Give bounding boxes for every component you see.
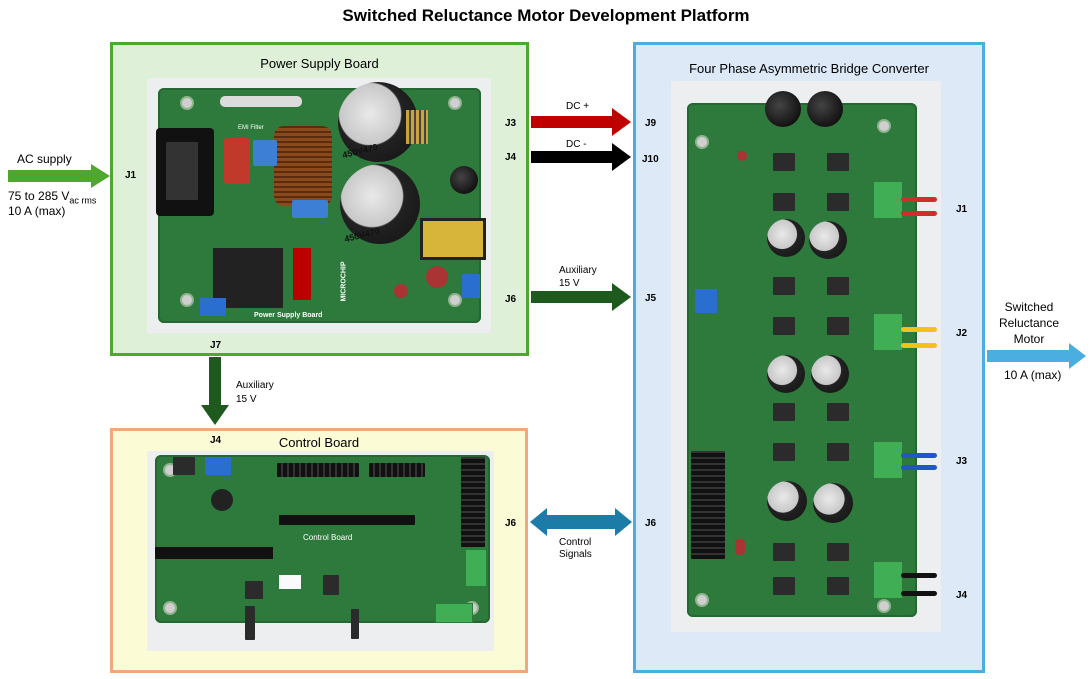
j6-blue-connector <box>462 274 480 298</box>
phase4-wire <box>901 573 937 578</box>
aux-converter-label-line1: Auxiliary <box>559 265 597 276</box>
control-green-terminal <box>435 603 473 623</box>
control-board-title: Control Board <box>278 435 360 450</box>
ac-supply-label: AC supply <box>17 152 72 166</box>
dc-minus-label: DC - <box>566 139 587 150</box>
converter-pcb <box>687 91 917 617</box>
ac-supply-arrow <box>8 164 110 188</box>
header-connector-2 <box>369 463 425 477</box>
converter-j5-blue-connector <box>695 289 717 313</box>
psu-j7-label: J7 <box>210 340 222 351</box>
flyback-transformer <box>420 218 486 260</box>
dc-plus-arrow <box>531 108 631 136</box>
header-connector-1 <box>277 463 359 477</box>
aux-converter-label-line2: 15 V <box>559 278 580 289</box>
psu-silkscreen-label: Power Supply Board <box>254 312 323 319</box>
converter-j3-label: J3 <box>956 456 968 467</box>
phase4-terminal <box>873 561 903 599</box>
converter-j4-label: J4 <box>956 590 968 601</box>
header-connector-3 <box>461 457 485 547</box>
aux-control-arrow <box>201 357 229 425</box>
motor-label-line1: Switched <box>1004 300 1054 314</box>
common-mode-choke <box>274 126 332 206</box>
converter-j6-header <box>691 451 725 559</box>
control-j6-label: J6 <box>505 518 517 529</box>
aux-converter-arrow <box>531 283 631 311</box>
fuse <box>220 96 302 107</box>
phase1-wire <box>901 197 937 202</box>
converter-j5-label: J5 <box>645 293 657 304</box>
control-silkscreen-label: Control Board <box>303 533 353 542</box>
control-pcb: Control Board <box>155 455 490 623</box>
aux-control-label-line2: 15 V <box>236 394 257 405</box>
motor-current-label: 10 A (max) <box>1004 368 1062 382</box>
bulk-capacitor-1 <box>338 82 418 162</box>
motor-output-arrow <box>987 343 1086 369</box>
dc-plus-label: DC + <box>566 101 590 112</box>
diagram-title: Switched Reluctance Motor Development Pl… <box>342 6 750 25</box>
ac-current-label: 10 A (max) <box>8 204 66 218</box>
aux-control-label-line1: Auxiliary <box>236 380 274 391</box>
control-signals-label-line2: Signals <box>559 549 592 560</box>
control-j4-label: J4 <box>210 435 222 446</box>
motor-label-line3: Motor <box>1013 332 1045 346</box>
converter-j2-label: J2 <box>956 328 968 339</box>
power-supply-board-photo: EMI Filter 450V470 450V470 MICROCHIP Pow… <box>147 78 491 333</box>
converter-j1-label: J1 <box>956 204 968 215</box>
motor-label-line2: Reluctance <box>998 316 1060 330</box>
psu-j6-label: J6 <box>505 294 517 305</box>
power-supply-board-title: Power Supply Board <box>260 56 379 71</box>
converter-j9-label: J9 <box>645 118 657 129</box>
phase2-wire <box>901 327 937 332</box>
converter-photo <box>671 81 941 632</box>
control-j4-blue-connector <box>205 457 231 475</box>
dim-slot <box>279 515 415 525</box>
control-signals-arrow <box>530 508 632 536</box>
psu-j4-label: J4 <box>505 152 517 163</box>
converter-title: Four Phase Asymmetric Bridge Converter <box>689 61 929 76</box>
converter-j6-label: J6 <box>645 518 657 529</box>
bulk-capacitor-2 <box>340 164 420 244</box>
phase3-terminal <box>873 441 903 479</box>
phase3-wire <box>901 453 937 458</box>
psu-j3-label: J3 <box>505 118 517 129</box>
ac-voltage-label: 75 to 285 Vac rms <box>8 189 97 206</box>
phase2-terminal <box>873 313 903 351</box>
psu-j1-label: J1 <box>125 170 137 181</box>
dc-minus-arrow <box>531 143 631 171</box>
control-board-photo: Control Board <box>147 451 494 651</box>
j7-blue-connector <box>200 298 226 316</box>
converter-j10-label: J10 <box>642 154 659 165</box>
control-signals-label-line1: Control <box>559 537 592 548</box>
power-supply-pcb: EMI Filter 450V470 450V470 MICROCHIP Pow… <box>156 82 486 323</box>
